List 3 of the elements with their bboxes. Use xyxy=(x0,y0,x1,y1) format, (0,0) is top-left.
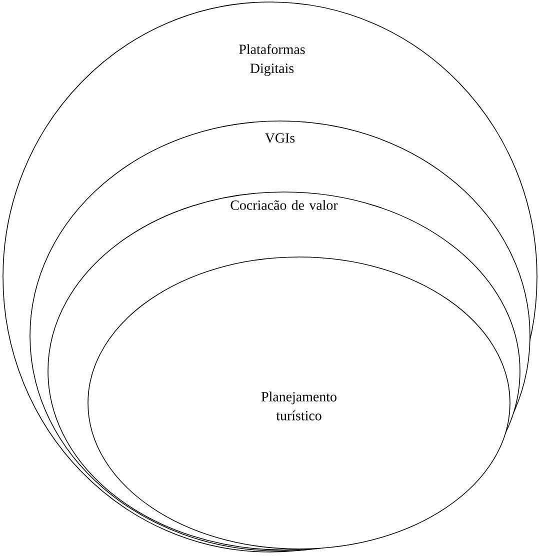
node-label: Cocriacão de valor xyxy=(230,200,338,210)
node-label: Planejamento turístico xyxy=(261,392,336,420)
node-label: VGIs xyxy=(265,133,295,143)
